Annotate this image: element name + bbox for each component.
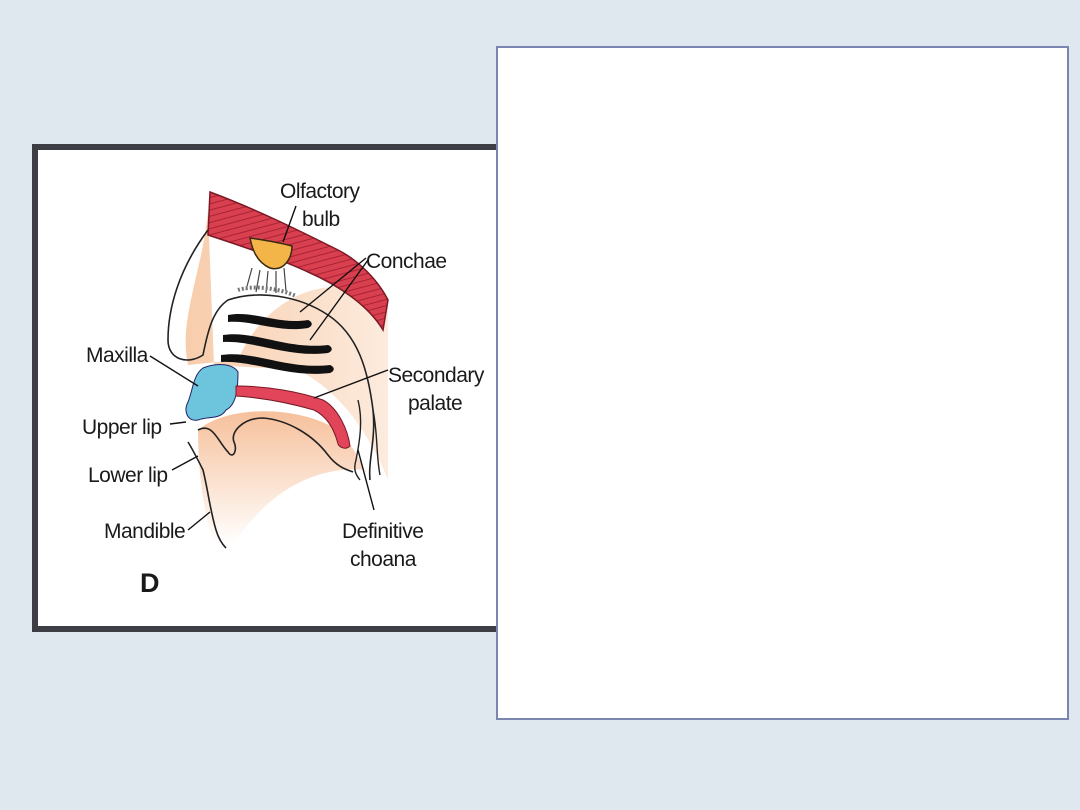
secondary-palate-shape xyxy=(235,385,351,449)
mandible-outline xyxy=(187,441,227,549)
label-maxilla: Maxilla xyxy=(86,344,149,367)
nasal-cavity-diagram: Olfactory bulb Conchae Maxilla Secondary… xyxy=(82,180,485,598)
label-upper-lip: Upper lip xyxy=(82,416,162,439)
panel-letter: D xyxy=(140,568,159,598)
pharynx-wall-1 xyxy=(354,399,362,481)
jaw-tissue xyxy=(198,411,367,545)
nasal-cavity-outline xyxy=(167,229,375,481)
conchae-shapes xyxy=(221,313,334,374)
olfactory-fibers xyxy=(237,267,297,298)
label-conchae: Conchae xyxy=(366,250,447,273)
leader-lines xyxy=(149,205,389,531)
label-choana-l1: Definitive xyxy=(342,520,423,543)
label-mandible: Mandible xyxy=(104,520,185,543)
label-olfactory-l2: bulb xyxy=(302,208,340,231)
figure-frame: Olfactory bulb Conchae Maxilla Secondary… xyxy=(32,144,502,632)
maxilla-shape xyxy=(185,364,239,421)
blank-content-panel xyxy=(496,46,1069,720)
label-secondary-l2: palate xyxy=(408,392,462,415)
label-secondary-l1: Secondary xyxy=(388,364,485,387)
pharynx-wall-2 xyxy=(372,409,381,476)
oral-outline xyxy=(197,417,354,473)
label-lower-lip: Lower lip xyxy=(88,464,168,487)
label-olfactory-l1: Olfactory xyxy=(280,180,361,203)
olfactory-bulb xyxy=(249,237,293,270)
label-choana-l2: choana xyxy=(350,548,417,571)
